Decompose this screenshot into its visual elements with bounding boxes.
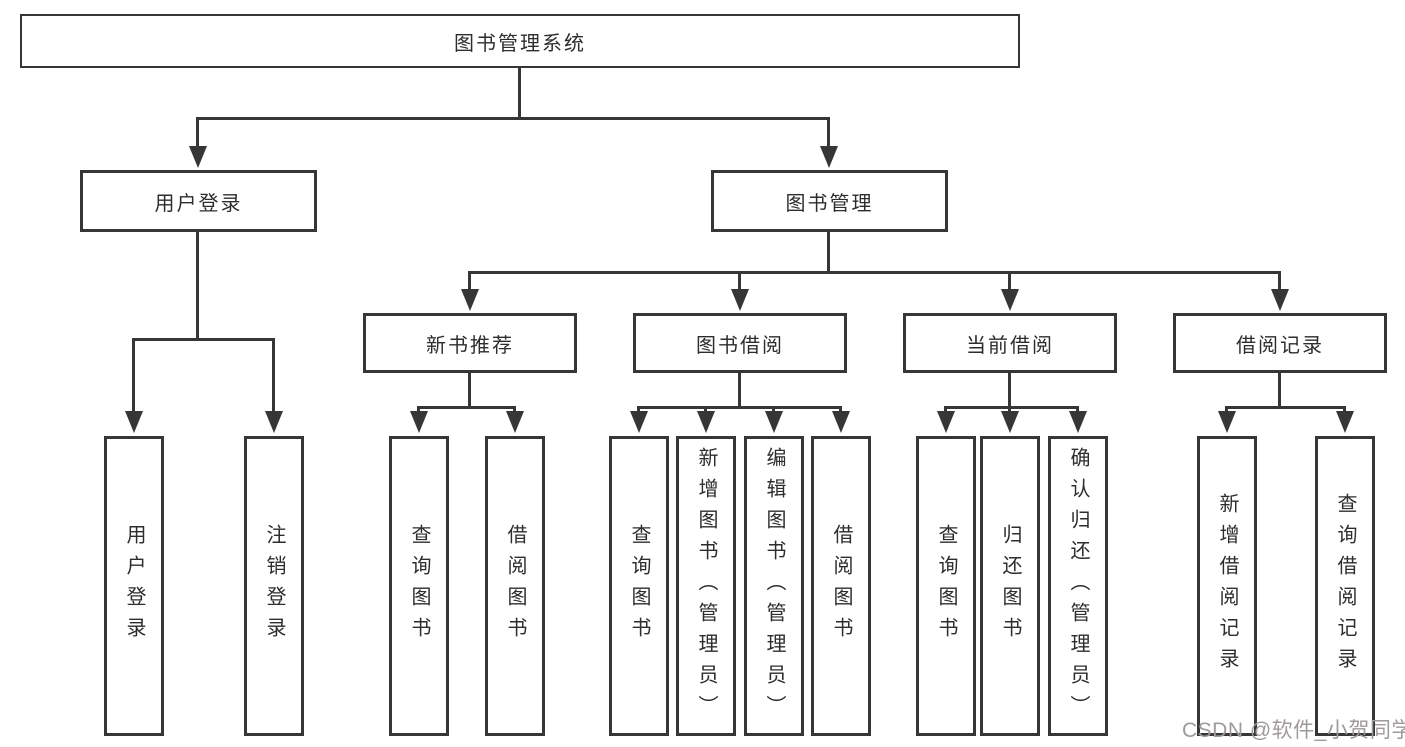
node-bw-borrow-books: 借阅图书 — [811, 436, 871, 736]
arrow-down-icon — [461, 289, 479, 311]
node-nb-query-books: 查询图书 — [389, 436, 449, 736]
connector-book-borrow-drop — [738, 272, 741, 292]
arrow-down-icon — [937, 411, 955, 433]
arrow-down-icon — [820, 146, 838, 168]
connector-cu-stem — [1008, 371, 1011, 407]
arrow-down-icon — [1069, 411, 1087, 433]
arrow-down-icon — [832, 411, 850, 433]
arrow-down-icon — [1001, 289, 1019, 311]
arrow-down-icon — [1001, 411, 1019, 433]
connector-nb-stem — [468, 371, 471, 407]
node-bw-add-books-admin: 新增图书（管理员） — [676, 436, 736, 736]
connector-new-books-drop — [468, 272, 471, 292]
node-cu-confirm-return-admin: 确认归还（管理员） — [1048, 436, 1108, 736]
node-library-management-system: 图书管理系统 — [20, 14, 1020, 68]
connector-user-login-stem — [196, 230, 199, 339]
connector-rc-stem — [1278, 371, 1281, 407]
arrow-down-icon — [731, 289, 749, 311]
connector-user-login-horizontal — [132, 338, 275, 341]
arrow-down-icon — [125, 411, 143, 433]
arrow-down-icon — [1271, 289, 1289, 311]
node-book-borrowing: 图书借阅 — [633, 313, 847, 373]
connector-level1-horizontal — [196, 117, 830, 120]
connector-cu-horizontal — [944, 406, 1079, 409]
arrow-down-icon — [697, 411, 715, 433]
arrow-down-icon — [410, 411, 428, 433]
arrow-down-icon — [506, 411, 524, 433]
arrow-down-icon — [765, 411, 783, 433]
node-bw-query-books: 查询图书 — [609, 436, 669, 736]
connector-root-stem — [518, 67, 521, 120]
connector-logout-drop — [272, 339, 275, 413]
connector-records-drop — [1278, 272, 1281, 292]
arrow-down-icon — [1336, 411, 1354, 433]
node-cu-query-books: 查询图书 — [916, 436, 976, 736]
node-current-borrowing: 当前借阅 — [903, 313, 1117, 373]
connector-nb-horizontal — [417, 406, 516, 409]
node-cu-return-books: 归还图书 — [980, 436, 1040, 736]
connector-rc-horizontal — [1225, 406, 1346, 409]
connector-bw-horizontal — [637, 406, 842, 409]
connector-book-mgmt-drop — [827, 118, 830, 151]
node-user-login: 用户登录 — [80, 170, 317, 232]
connector-current-borrow-drop — [1008, 272, 1011, 292]
node-bw-edit-books-admin: 编辑图书（管理员） — [744, 436, 804, 736]
arrow-down-icon — [630, 411, 648, 433]
node-user-login-leaf: 用户登录 — [104, 436, 164, 736]
arrow-down-icon — [189, 146, 207, 168]
node-book-management: 图书管理 — [711, 170, 948, 232]
connector-user-login-drop — [196, 118, 199, 151]
node-nb-borrow-books: 借阅图书 — [485, 436, 545, 736]
connector-book-mgmt-stem — [827, 230, 830, 273]
node-new-book-recommendation: 新书推荐 — [363, 313, 577, 373]
arrow-down-icon — [1218, 411, 1236, 433]
arrow-down-icon — [265, 411, 283, 433]
node-rc-query-borrow-record: 查询借阅记录 — [1315, 436, 1375, 736]
connector-bw-stem — [738, 371, 741, 407]
connector-level3-horizontal — [468, 271, 1281, 274]
node-borrowing-records: 借阅记录 — [1173, 313, 1387, 373]
node-rc-add-borrow-record: 新增借阅记录 — [1197, 436, 1257, 736]
node-logout: 注销登录 — [244, 436, 304, 736]
connector-login-drop — [132, 339, 135, 413]
